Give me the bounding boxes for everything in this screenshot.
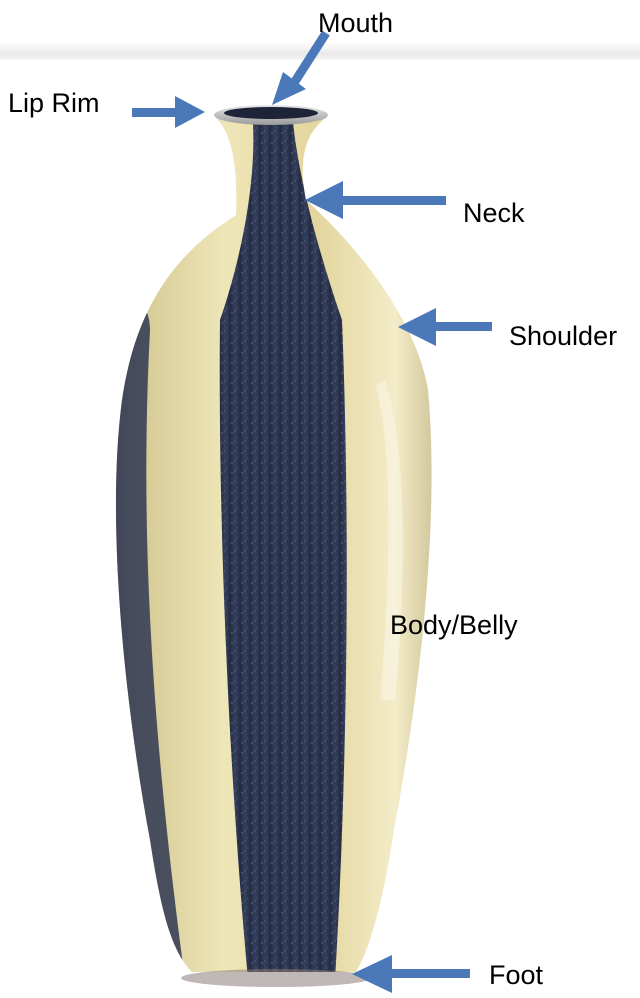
mouth-opening xyxy=(224,107,318,119)
foot-base xyxy=(181,969,371,987)
neck-label: Neck xyxy=(463,200,525,227)
mouth-label: Mouth xyxy=(318,10,393,37)
foot-label: Foot xyxy=(489,962,543,989)
body-belly-label: Body/Belly xyxy=(390,612,518,639)
mouth-arrow xyxy=(272,33,326,105)
shoulder-label: Shoulder xyxy=(509,323,617,350)
lip-rim-arrow xyxy=(132,96,205,128)
foot-arrow xyxy=(352,955,470,993)
lip-rim-label: Lip Rim xyxy=(8,90,100,117)
vase-body xyxy=(100,100,460,980)
neck-arrow xyxy=(305,181,446,219)
